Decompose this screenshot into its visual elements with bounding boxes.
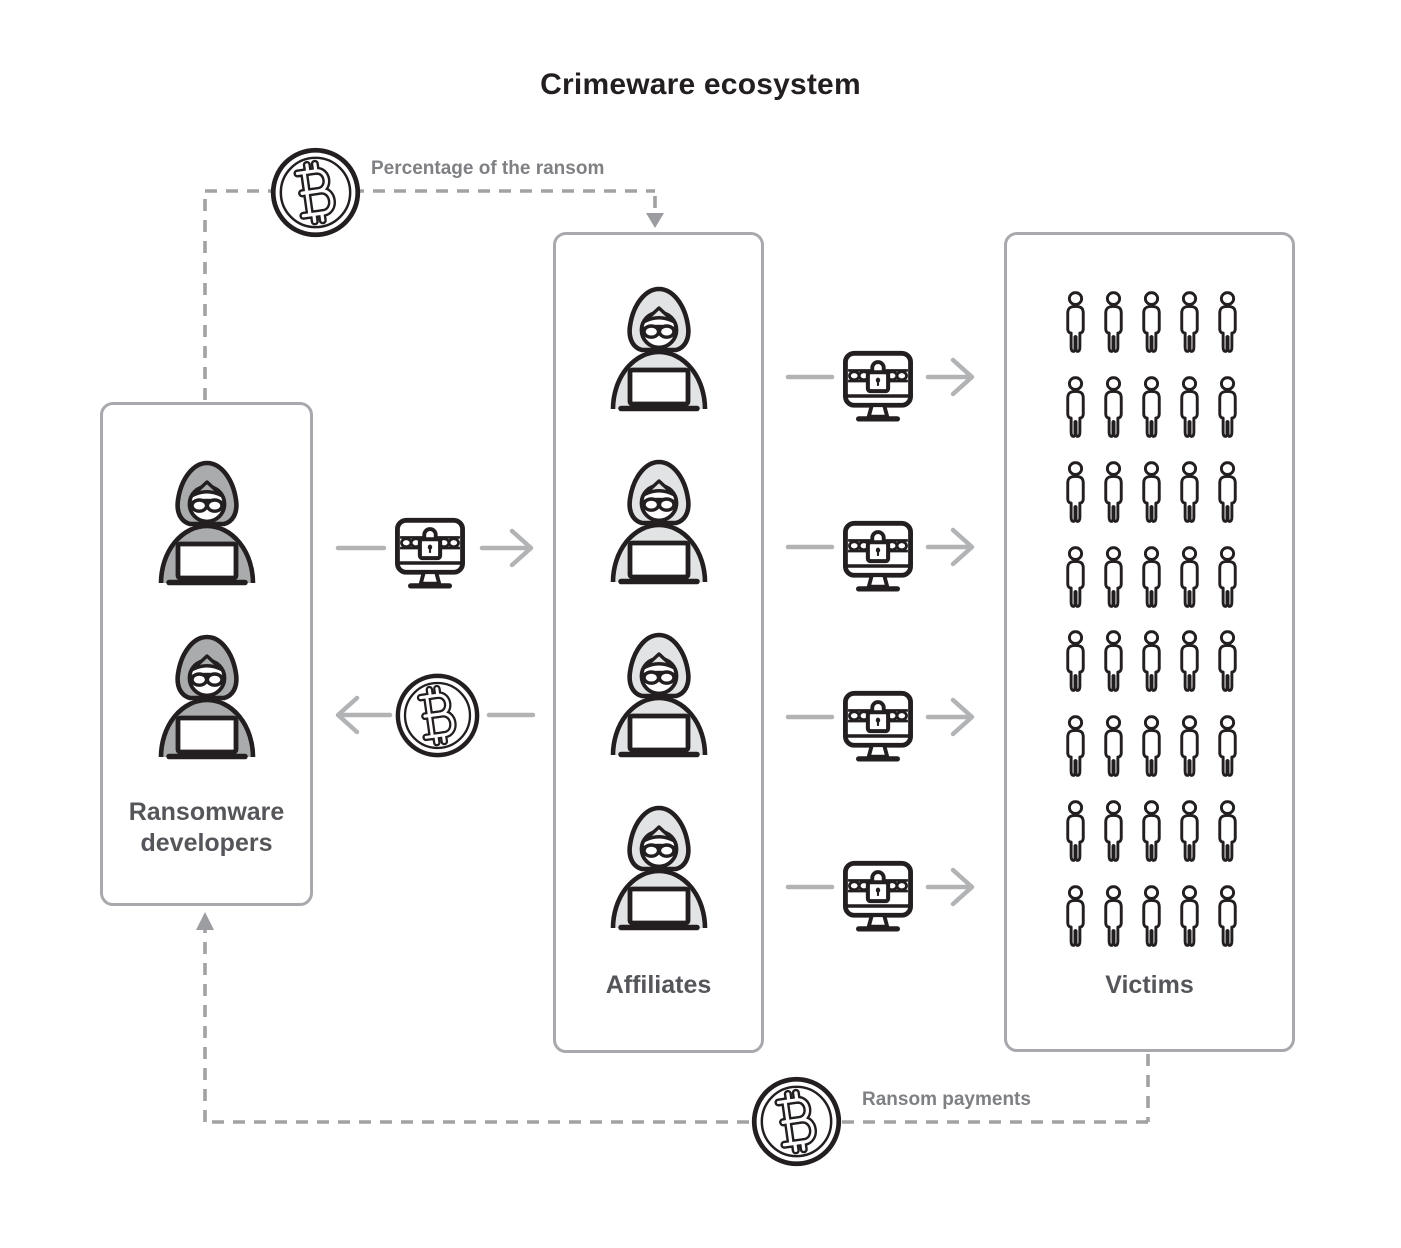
ransom-payments-label: Ransom payments	[862, 1089, 1031, 1110]
locked-computer-icon	[834, 849, 922, 941]
hooded-hacker-laptop-icon	[151, 631, 263, 771]
locked-computer-icon	[834, 679, 922, 771]
arrow-up-into-developers	[196, 912, 214, 930]
person-icon	[1060, 715, 1091, 779]
person-icon	[1098, 715, 1129, 779]
person-icon	[1212, 715, 1243, 779]
person-icon	[1060, 630, 1091, 694]
person-icon	[1212, 630, 1243, 694]
person-icon	[1098, 376, 1129, 440]
hooded-hacker-laptop-icon	[603, 629, 715, 769]
person-icon	[1174, 461, 1205, 525]
person-icon	[1212, 291, 1243, 355]
person-icon	[1136, 461, 1167, 525]
locked-computer-icon	[834, 509, 922, 601]
affiliates-label: Affiliates	[605, 971, 712, 999]
person-icon	[1098, 546, 1129, 610]
person-icon	[1098, 291, 1129, 355]
connector-affiliates-to-victims-3	[785, 697, 975, 737]
person-icon	[1098, 461, 1129, 525]
connector-developers-to-affiliates	[335, 528, 534, 568]
locked-computer-icon	[834, 339, 922, 431]
affiliates-box: Affiliates	[553, 232, 764, 1053]
bitcoin-coin-icon	[393, 671, 482, 760]
victims-label: Victims	[1105, 971, 1194, 999]
person-icon	[1212, 461, 1243, 525]
dashed-arrowheads	[196, 213, 664, 930]
person-icon	[1060, 461, 1091, 525]
person-icon	[1136, 630, 1167, 694]
bitcoin-coin-icon	[268, 145, 363, 240]
person-icon	[1060, 800, 1091, 864]
person-icon	[1060, 291, 1091, 355]
person-icon	[1174, 291, 1205, 355]
person-icon	[1098, 800, 1129, 864]
person-icon	[1136, 800, 1167, 864]
ransomware-developers-label: Ransomware developers	[128, 798, 285, 857]
percentage-of-ransom-label: Percentage of the ransom	[371, 158, 605, 179]
locked-computer-icon	[386, 506, 474, 598]
person-icon	[1212, 800, 1243, 864]
person-icon	[1136, 291, 1167, 355]
hooded-hacker-laptop-icon	[603, 802, 715, 942]
person-icon	[1060, 376, 1091, 440]
hooded-hacker-laptop-icon	[603, 456, 715, 596]
person-icon	[1174, 715, 1205, 779]
person-icon	[1212, 885, 1243, 949]
arrow-down-into-affiliates	[646, 213, 664, 228]
page-title: Crimeware ecosystem	[540, 68, 861, 101]
victims-grid	[1056, 281, 1246, 959]
affiliate-actors	[556, 283, 761, 942]
person-icon	[1174, 630, 1205, 694]
hooded-hacker-laptop-icon	[151, 457, 263, 597]
person-icon	[1136, 376, 1167, 440]
victims-box: Victims	[1004, 232, 1295, 1052]
person-icon	[1098, 885, 1129, 949]
person-icon	[1136, 546, 1167, 610]
person-icon	[1174, 546, 1205, 610]
bitcoin-coin-icon	[749, 1074, 844, 1169]
hooded-hacker-laptop-icon	[603, 283, 715, 423]
person-icon	[1212, 546, 1243, 610]
connector-affiliates-to-victims-2	[785, 527, 975, 567]
ransomware-developers-box: Ransomware developers	[100, 402, 313, 906]
person-icon	[1174, 885, 1205, 949]
person-icon	[1136, 715, 1167, 779]
connector-affiliates-to-victims-4	[785, 867, 975, 907]
person-icon	[1136, 885, 1167, 949]
person-icon	[1098, 630, 1129, 694]
connector-affiliates-to-victims-1	[785, 357, 975, 397]
developer-actors	[103, 457, 310, 771]
person-icon	[1174, 376, 1205, 440]
person-icon	[1060, 546, 1091, 610]
person-icon	[1060, 885, 1091, 949]
dashed-path-ransom	[203, 930, 1150, 1124]
person-icon	[1212, 376, 1243, 440]
connector-bitcoin-to-developers	[335, 695, 536, 735]
person-icon	[1174, 800, 1205, 864]
